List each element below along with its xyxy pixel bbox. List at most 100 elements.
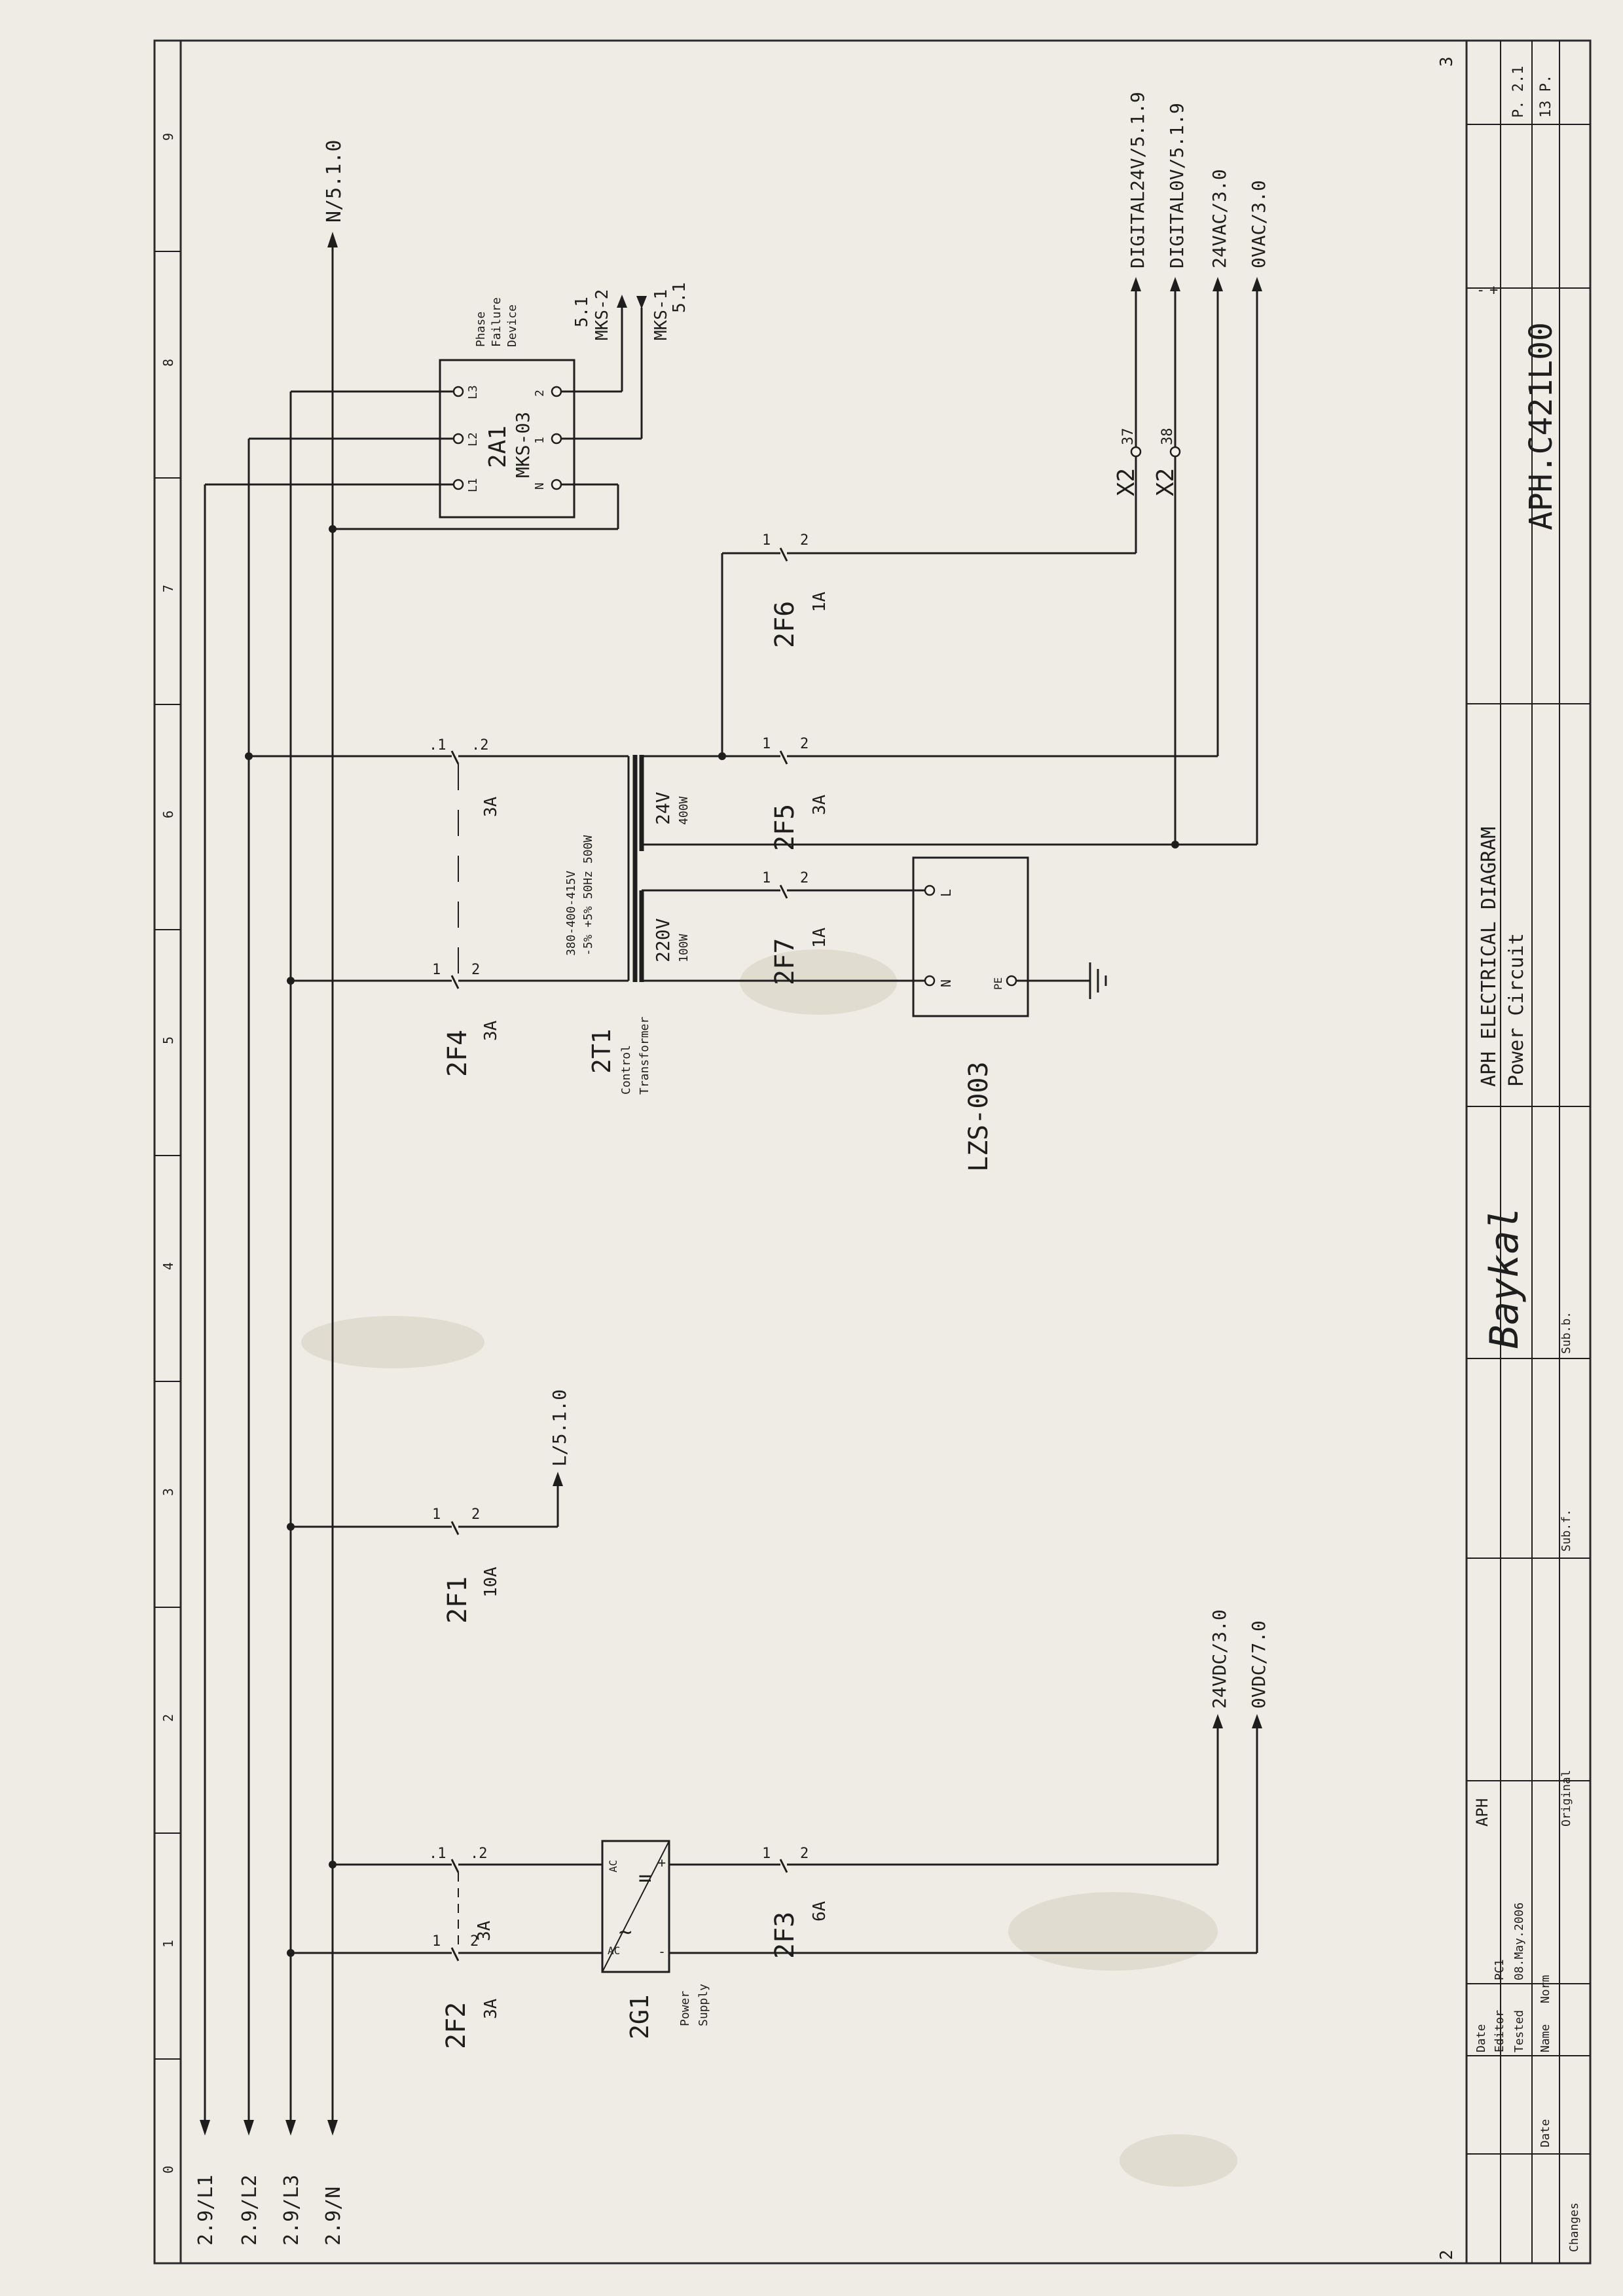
- bus-arrow-l3: [285, 2120, 296, 2136]
- svg-text:.2: .2: [470, 1846, 488, 1862]
- tag-2f6: 2F6: [770, 601, 800, 648]
- tag-2t1: 2T1: [587, 1029, 616, 1074]
- page-count: 13 P.: [1538, 75, 1554, 118]
- drawing-title: APH ELECTRICAL DIAGRAM: [1478, 827, 1501, 1087]
- breaker-2f1: [445, 1521, 466, 1535]
- svg-text:Sub.f.: Sub.f.: [1559, 1509, 1573, 1552]
- ref-24vdc: 24VDC/3.0: [1209, 1609, 1230, 1709]
- paper-stain: [1120, 2134, 1237, 2187]
- breaker-2f2-pole1: [429, 1947, 465, 1961]
- svg-text:Changes: Changes: [1567, 2202, 1581, 2252]
- bus-arrows: [200, 2120, 338, 2136]
- breaker-2f6: [773, 547, 795, 562]
- svg-text:L1: L1: [466, 478, 480, 492]
- svg-text:400W: 400W: [677, 796, 691, 825]
- rating-2f3: 6A: [810, 1901, 830, 1922]
- svg-text:Original: Original: [1559, 1770, 1573, 1827]
- svg-text:X2: X2: [1152, 468, 1179, 496]
- svg-text:2: 2: [471, 1506, 480, 1523]
- svg-text:Phase: Phase: [474, 312, 488, 347]
- svg-text:N: N: [938, 979, 954, 987]
- svg-text:L2: L2: [466, 432, 480, 446]
- grid-col-6: 6: [160, 811, 176, 818]
- svg-text:=: =: [638, 1865, 651, 1891]
- tag-2f2: 2F2: [441, 2002, 471, 2049]
- svg-text:1: 1: [432, 1933, 441, 1950]
- tag-2f3: 2F3: [770, 1912, 800, 1959]
- svg-text:Control: Control: [619, 1045, 633, 1095]
- svg-text:Sub.b.: Sub.b.: [1559, 1311, 1573, 1354]
- svg-text:~: ~: [619, 1919, 632, 1945]
- ref-l-out: L/5.1.0: [549, 1389, 570, 1467]
- power-supply-group: 1 2 .1 .2 2F2 3A 3A AC AC ~ = + - 2G1 Po…: [291, 1609, 1269, 2049]
- svg-text:Date: Date: [1539, 2119, 1552, 2147]
- svg-text:2: 2: [800, 1846, 809, 1862]
- grid-col-5: 5: [160, 1036, 176, 1044]
- svg-text:1: 1: [762, 532, 771, 549]
- breaker-2f4-pole2: [445, 750, 466, 765]
- svg-text:24V: 24V: [652, 792, 674, 825]
- rating-2f6: 1A: [810, 591, 830, 612]
- svg-text:1: 1: [432, 962, 441, 978]
- svg-text:+: +: [1489, 282, 1498, 299]
- svg-text:-: -: [1476, 282, 1485, 299]
- svg-text:AC: AC: [607, 1860, 619, 1872]
- grid-col-3: 3: [160, 1488, 176, 1496]
- grid-col-8: 8: [160, 359, 176, 367]
- svg-text:Date: Date: [1474, 2024, 1488, 2052]
- svg-text:5.1: 5.1: [670, 282, 689, 313]
- bus-arrow-l2: [244, 2120, 254, 2136]
- model-mks-03: MKS-03: [512, 412, 534, 478]
- grid-col-9: 9: [160, 133, 176, 141]
- editor-name: PC1: [1493, 1959, 1506, 1980]
- sheet-border: [153, 39, 1592, 2265]
- svg-text:.1: .1: [429, 1846, 447, 1862]
- next-sheet-number: 3: [1437, 56, 1457, 67]
- bus-label-n: 2.9/N: [322, 2187, 345, 2246]
- terminal-x2-38: [1169, 446, 1181, 458]
- rating-2f1: 10A: [481, 1567, 501, 1597]
- tag-lzs-003: LZS-003: [964, 1061, 994, 1172]
- svg-text:2: 2: [800, 870, 809, 886]
- svg-text:1: 1: [533, 437, 547, 444]
- svg-text:MKS-1: MKS-1: [651, 289, 671, 340]
- main-buses: [204, 242, 334, 2120]
- bus-label-l2: 2.9/L2: [238, 2175, 261, 2246]
- tag-2g1: 2G1: [625, 1994, 654, 2039]
- svg-text:220V: 220V: [652, 918, 674, 962]
- transformer-spec-rating: -5% +5% 50Hz 500W: [581, 835, 595, 956]
- drawing-number: APH.C421L00: [1523, 322, 1559, 530]
- phase-failure-group: L1 L2 L3 N 1 2 2A1 MKS-03 Phase Failure …: [205, 282, 689, 530]
- svg-text:Tested: Tested: [1512, 2010, 1526, 2052]
- lzs-003-group: N L PE LZS-003: [912, 856, 1107, 1172]
- svg-text:2: 2: [800, 736, 809, 752]
- svg-text:1: 1: [762, 736, 771, 752]
- grid-col-7: 7: [160, 585, 176, 592]
- rating-2f4: 3A: [481, 1020, 501, 1041]
- svg-text:100W: 100W: [677, 934, 691, 962]
- rating-2f7: 1A: [810, 927, 830, 948]
- tag-2f4: 2F4: [443, 1030, 473, 1077]
- tag-2a1: 2A1: [484, 426, 511, 468]
- breaker-2f4-pole1: [445, 975, 466, 989]
- terminal-x2-37: [1130, 446, 1142, 458]
- project-name: APH: [1473, 1798, 1491, 1827]
- breaker-2f2-pole2: [429, 1859, 465, 1873]
- svg-text:2: 2: [533, 390, 547, 397]
- ref-0vac: 0VAC/3.0: [1248, 180, 1269, 268]
- tested-date: 08.May.2006: [1512, 1903, 1526, 1980]
- svg-text:1: 1: [432, 1506, 441, 1523]
- svg-text:L3: L3: [466, 385, 480, 399]
- svg-text:X2: X2: [1113, 468, 1140, 496]
- svg-text:.2: .2: [471, 737, 489, 754]
- rating-2f2-pole2: 3A: [475, 1920, 494, 1941]
- svg-text:Supply: Supply: [697, 1984, 710, 2026]
- grid-col-4: 4: [160, 1262, 176, 1270]
- breaker-2f1-group: L/5.1.0 1 2 2F1 10A: [291, 1389, 570, 1624]
- svg-text:2: 2: [470, 1933, 479, 1950]
- title-block: APH ELECTRICAL DIAGRAM Power Circuit APH…: [1465, 41, 1590, 2263]
- svg-text:Name: Name: [1539, 2024, 1552, 2052]
- svg-text:Failure: Failure: [490, 297, 503, 347]
- transformer-group: 1 2 .1 .2 2F4 3A 3A 380-400-415V -5% +5%…: [249, 92, 1269, 1095]
- breaker-2f7: [773, 884, 795, 899]
